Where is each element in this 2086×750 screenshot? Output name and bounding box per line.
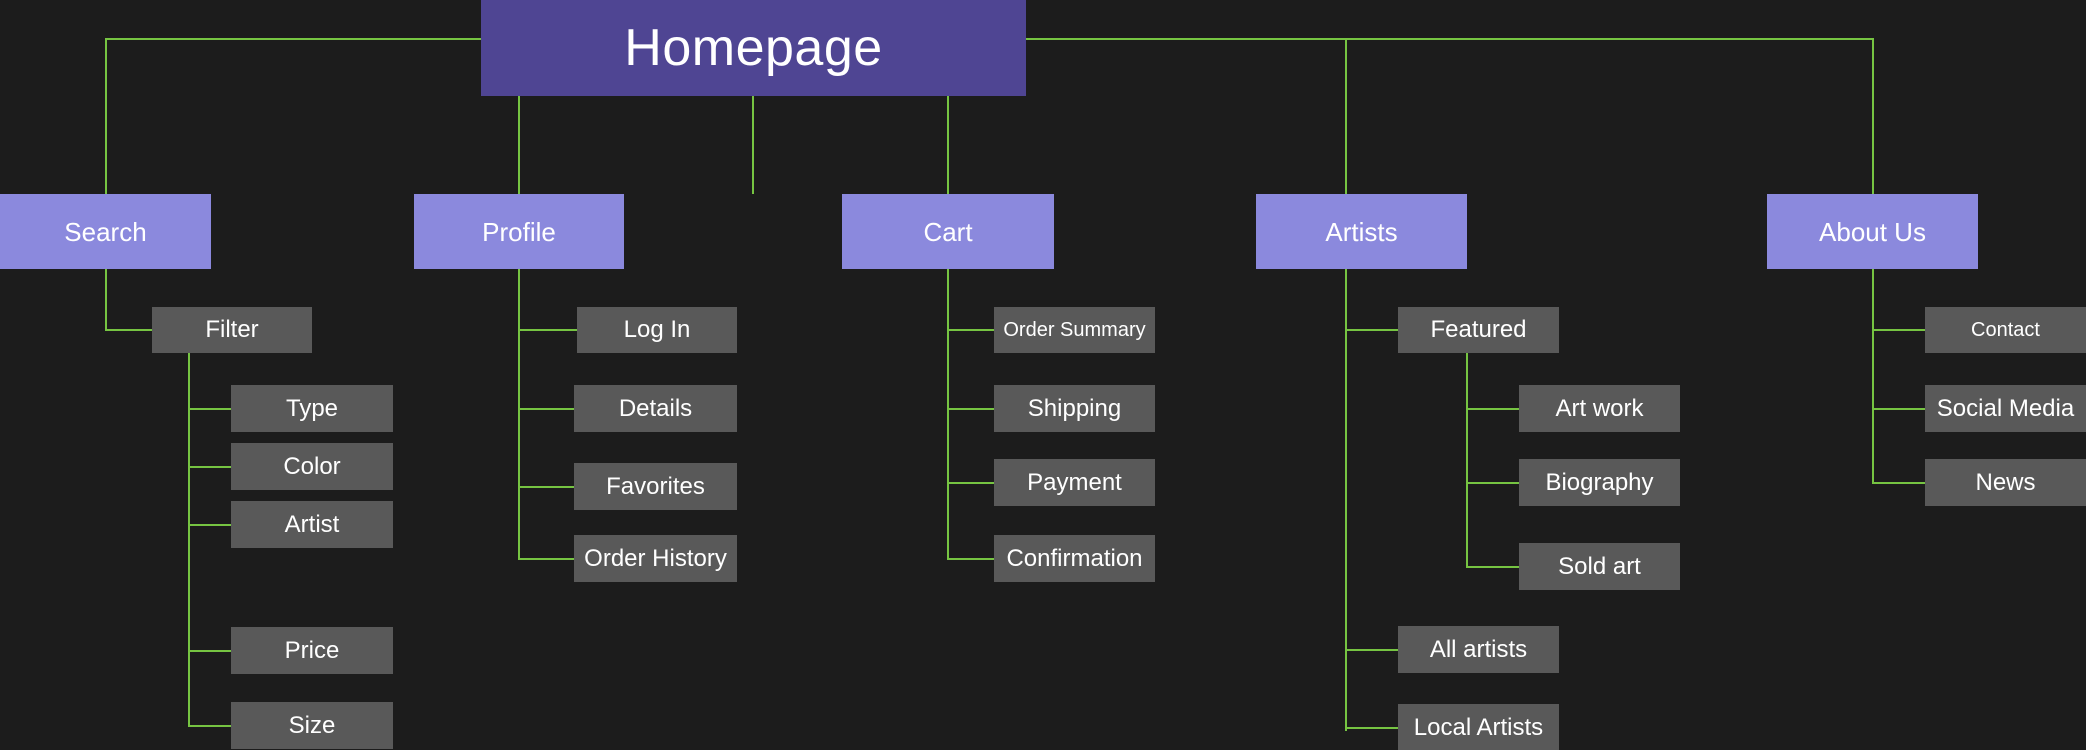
connector-artists-drop	[1345, 38, 1347, 195]
node-section-search[interactable]: Search	[0, 194, 211, 269]
node-page-log-in[interactable]: Log In	[577, 307, 737, 353]
connector-search-to-filter	[105, 329, 154, 331]
node-label: Homepage	[624, 19, 883, 77]
node-page-shipping[interactable]: Shipping	[994, 385, 1155, 432]
connector-profile-to-login	[518, 329, 579, 331]
connector-artists-stem-down	[1345, 269, 1347, 731]
node-label: Confirmation	[1006, 544, 1143, 572]
node-label: Local Artists	[1413, 713, 1544, 741]
node-page-local-artists[interactable]: Local Artists	[1398, 704, 1559, 750]
node-page-order-history[interactable]: Order History	[574, 535, 737, 582]
node-page-social-media[interactable]: Social Media	[1925, 385, 2086, 432]
connector-cart-to-shipping	[947, 408, 996, 410]
node-label: Price	[284, 636, 340, 664]
connector-profile-stem-down	[518, 269, 520, 559]
node-label: Order History	[584, 544, 727, 572]
node-label: All artists	[1429, 635, 1528, 663]
connector-search-stem-down	[105, 269, 107, 330]
node-label: Favorites	[606, 472, 705, 500]
connector-featured-to-artwork	[1466, 408, 1521, 410]
connector-profile-to-favorites	[518, 486, 576, 488]
connector-filter-to-color	[188, 466, 233, 468]
node-label: News	[1975, 468, 2036, 496]
node-label: Biography	[1545, 468, 1654, 496]
node-label: Size	[288, 711, 336, 739]
connector-root-bus-left	[105, 38, 483, 40]
node-subpage-artist[interactable]: Artist	[231, 501, 393, 548]
node-page-contact[interactable]: Contact	[1925, 307, 2086, 353]
connector-about-to-contact	[1872, 329, 1927, 331]
node-label: Social Media	[1936, 394, 2075, 422]
connector-filter-to-size	[188, 725, 233, 727]
connector-profile-to-history	[518, 558, 576, 560]
node-page-filter[interactable]: Filter	[152, 307, 312, 353]
connector-search-drop	[105, 38, 107, 328]
connector-filter-to-price	[188, 650, 233, 652]
node-page-favorites[interactable]: Favorites	[574, 463, 737, 510]
connector-cart-stem-down	[947, 269, 949, 559]
node-label: Details	[618, 394, 693, 422]
node-page-payment[interactable]: Payment	[994, 459, 1155, 506]
connector-artists-to-featured	[1345, 329, 1400, 331]
node-subpage-biography[interactable]: Biography	[1519, 459, 1680, 506]
node-label: Contact	[1971, 319, 2040, 341]
connector-about-to-news	[1872, 482, 1927, 484]
connector-cart-to-confirmation	[947, 558, 996, 560]
node-label: Featured	[1430, 316, 1527, 343]
connector-about-stem-down	[1872, 269, 1874, 483]
connector-featured-to-biography	[1466, 482, 1521, 484]
node-subpage-size[interactable]: Size	[231, 702, 393, 749]
node-section-about-us[interactable]: About Us	[1767, 194, 1978, 269]
node-label: Search	[64, 216, 147, 247]
connector-cart-to-summary	[947, 329, 996, 331]
node-label: About Us	[1819, 216, 1926, 247]
connector-cart-to-payment	[947, 482, 996, 484]
node-label: Sold art	[1558, 552, 1641, 580]
connector-featured-stem-down	[1466, 353, 1468, 567]
node-page-featured[interactable]: Featured	[1398, 307, 1559, 353]
node-label: Profile	[482, 216, 556, 247]
connector-artists-to-all	[1345, 649, 1400, 651]
node-page-order-summary[interactable]: Order Summary	[994, 307, 1155, 353]
connector-filter-to-artist	[188, 524, 233, 526]
node-page-all-artists[interactable]: All artists	[1398, 626, 1559, 673]
connector-root-stem-down	[752, 96, 754, 194]
node-subpage-price[interactable]: Price	[231, 627, 393, 674]
node-subpage-type[interactable]: Type	[231, 385, 393, 432]
node-label: Cart	[923, 216, 973, 247]
node-section-cart[interactable]: Cart	[842, 194, 1054, 269]
node-root-homepage[interactable]: Homepage	[481, 0, 1026, 96]
node-label: Artists	[1325, 216, 1398, 247]
connector-about-drop	[1872, 38, 1874, 195]
node-page-details[interactable]: Details	[574, 385, 737, 432]
node-label: Art work	[1555, 394, 1644, 422]
connector-profile-to-details	[518, 408, 576, 410]
connector-filter-to-type	[188, 408, 233, 410]
node-label: Shipping	[1027, 394, 1122, 422]
connector-filter-stem-down	[188, 353, 190, 725]
node-subpage-art-work[interactable]: Art work	[1519, 385, 1680, 432]
node-section-artists[interactable]: Artists	[1256, 194, 1467, 269]
node-page-news[interactable]: News	[1925, 459, 2086, 506]
node-label: Color	[283, 452, 341, 480]
connector-root-bus-right	[1024, 38, 1873, 40]
connector-artists-to-local	[1345, 727, 1400, 729]
node-label: Payment	[1027, 468, 1122, 496]
node-subpage-sold-art[interactable]: Sold art	[1519, 543, 1680, 590]
node-label: Log In	[623, 316, 691, 343]
node-label: Filter	[205, 316, 259, 343]
node-section-profile[interactable]: Profile	[414, 194, 624, 269]
connector-featured-to-soldart	[1466, 566, 1521, 568]
node-subpage-color[interactable]: Color	[231, 443, 393, 490]
node-page-confirmation[interactable]: Confirmation	[994, 535, 1155, 582]
connector-profile-drop	[518, 96, 520, 194]
node-label: Artist	[284, 510, 340, 538]
connector-about-to-social	[1872, 408, 1927, 410]
node-label: Type	[285, 394, 339, 422]
connector-cart-drop	[947, 96, 949, 194]
node-label: Order Summary	[1003, 319, 1146, 341]
